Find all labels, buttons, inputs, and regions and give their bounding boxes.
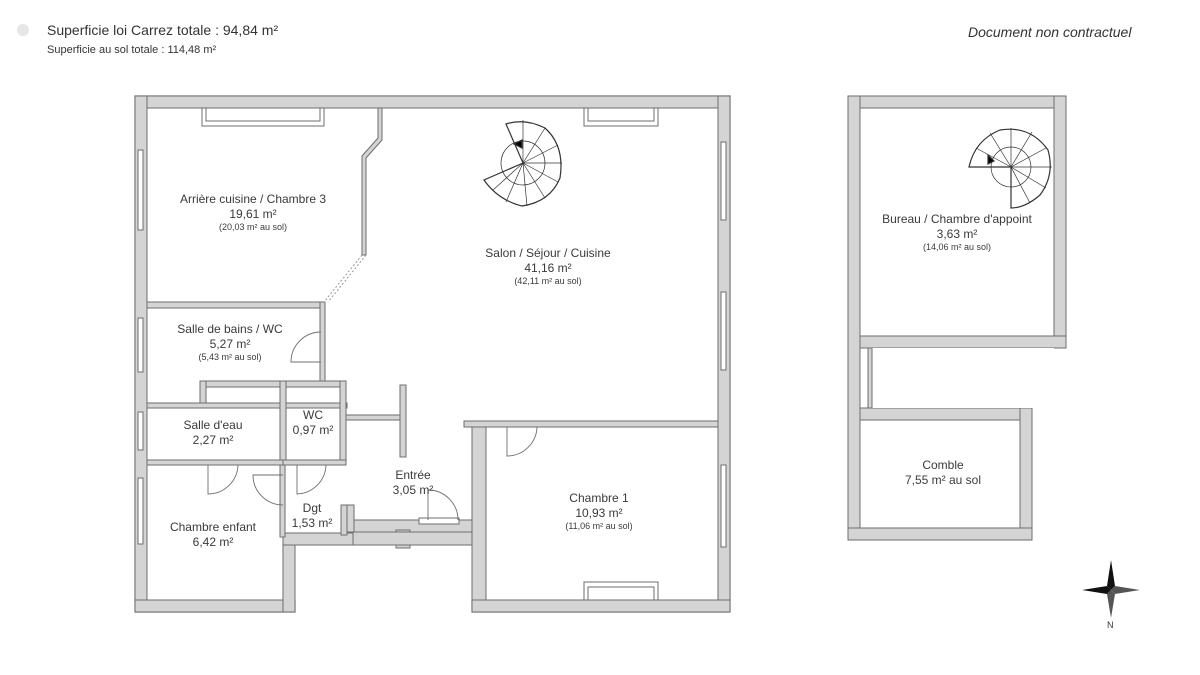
disclaimer: Document non contractuel bbox=[968, 24, 1132, 40]
compass-north-label: N bbox=[1107, 620, 1114, 630]
door bbox=[290, 331, 322, 363]
room-salle-d-eau: Salle d'eau 2,27 m² bbox=[183, 418, 243, 447]
room-salle-de-bains: Salle de bains / WC 5,27 m² (5,43 m² au … bbox=[177, 322, 283, 362]
spiral-staircase-icon bbox=[483, 120, 562, 207]
watermark-logo-icon bbox=[17, 24, 29, 36]
room-chambre-1: Chambre 1 10,93 m² (11,06 m² au sol) bbox=[565, 491, 633, 531]
door bbox=[296, 464, 327, 495]
wall-top bbox=[134, 95, 731, 109]
spiral-staircase-icon bbox=[968, 128, 1052, 209]
room-arriere-cuisine: Arrière cuisine / Chambre 3 19,61 m² (20… bbox=[179, 192, 327, 232]
room-bureau: Bureau / Chambre d'appoint 3,63 m² (14,0… bbox=[882, 212, 1032, 252]
door bbox=[207, 464, 239, 495]
carrez-total: Superficie loi Carrez totale : 94,84 m² bbox=[47, 22, 279, 38]
door bbox=[506, 426, 538, 457]
sol-total: Superficie au sol totale : 114,48 m² bbox=[47, 44, 217, 56]
annex-wall-top bbox=[847, 95, 1067, 109]
door bbox=[252, 474, 284, 506]
compass-rose-icon bbox=[1082, 560, 1140, 618]
room-chambre-enfant: Chambre enfant 6,42 m² bbox=[169, 520, 257, 549]
room-wc: WC 0,97 m² bbox=[292, 408, 334, 437]
room-entree: Entrée 3,05 m² bbox=[392, 468, 434, 497]
door bbox=[427, 489, 459, 521]
room-salon: Salon / Séjour / Cuisine 41,16 m² (42,11… bbox=[485, 246, 611, 286]
room-comble: Comble 7,55 m² au sol bbox=[904, 458, 982, 487]
room-dgt: Dgt 1,53 m² bbox=[291, 501, 333, 530]
